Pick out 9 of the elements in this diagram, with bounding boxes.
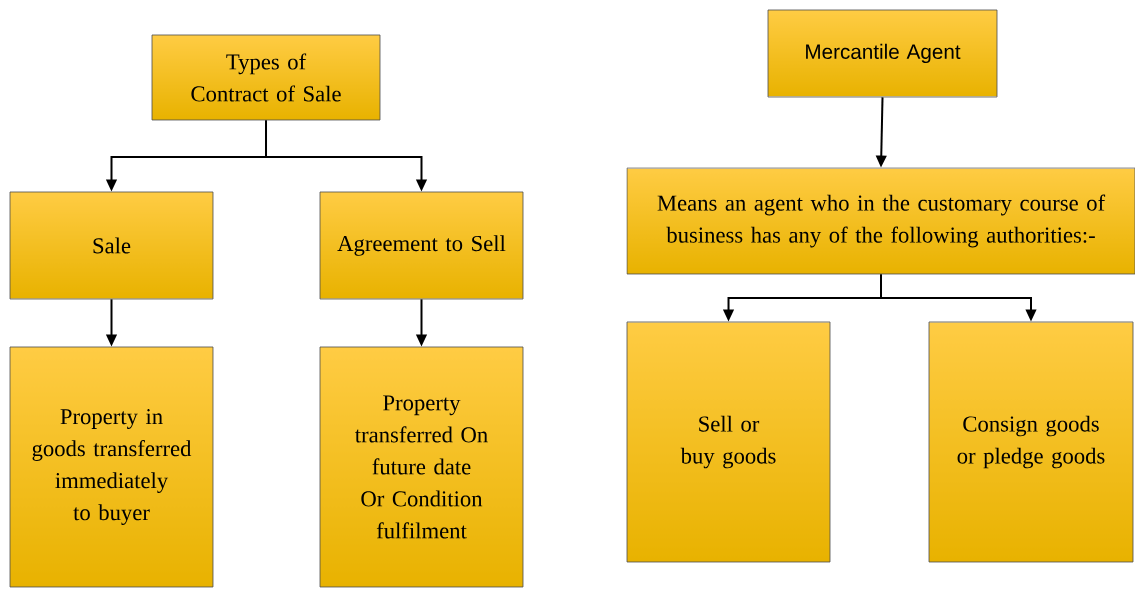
process-box: Sell or buy goods [626, 321, 831, 563]
process-box: Consign goods or pledge goods [928, 321, 1134, 563]
process-box: Types of Contract of Sale [151, 34, 381, 121]
process-box: Sale [9, 191, 214, 300]
process-box: Property in goods transferred immediately to buyer [9, 346, 214, 588]
process-box: Mercantile Agent [767, 9, 998, 98]
process-box: Agreement to Sell [319, 191, 524, 300]
process-box: Means an agent who in the customary course of business has any of the following authorities:- [626, 167, 1135, 275]
process-box: Property transferred On future date Or Condition fulfilment [319, 346, 524, 588]
